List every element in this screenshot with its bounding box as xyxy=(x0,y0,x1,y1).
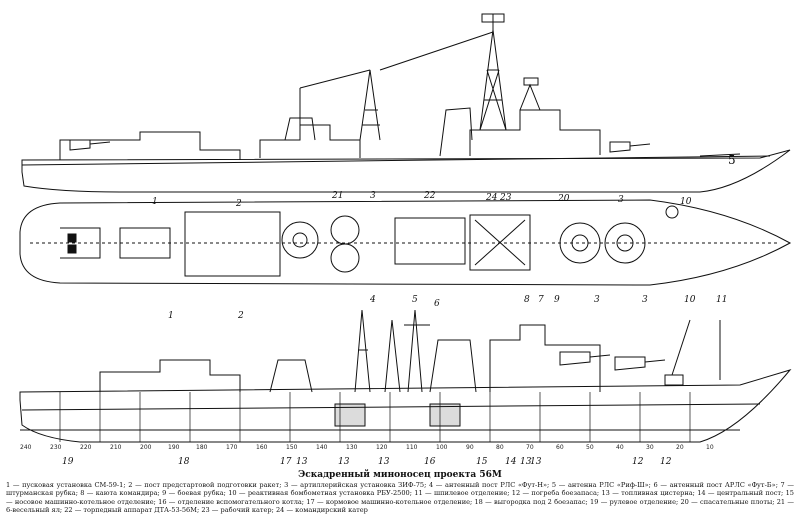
frame-150: 150 xyxy=(286,444,298,451)
callout-sec-16: 16 xyxy=(424,457,436,467)
funnel-section-fwd xyxy=(429,339,477,393)
torpedo-tube-plan xyxy=(394,217,466,265)
callout-plan-23: 23 xyxy=(500,193,512,203)
hull-plan-outline xyxy=(19,199,792,286)
frame-80: 80 xyxy=(496,444,504,451)
rbu-section xyxy=(664,374,684,386)
superstructure-mid xyxy=(259,124,361,158)
superstructure-section-aft xyxy=(99,359,241,392)
gun-mount-fwd-plan-2 xyxy=(604,222,646,264)
callout-sec-13a: 13 xyxy=(296,457,308,467)
pre-launch-post xyxy=(184,211,281,277)
callout-sec-19: 19 xyxy=(62,457,74,467)
launcher-sm59 xyxy=(119,227,171,259)
superstructure-aft xyxy=(59,131,241,160)
callout-plan-3a: 3 xyxy=(370,191,376,201)
frame-240: 240 xyxy=(20,444,32,451)
callout-sec-13e: 13 xyxy=(530,457,542,467)
gun-mount-fwd-plan-1 xyxy=(559,222,601,264)
frame-70: 70 xyxy=(526,444,534,451)
rbu-plan xyxy=(665,205,679,219)
hull-section-outline xyxy=(19,369,792,443)
frame-40: 40 xyxy=(616,444,624,451)
deck-plan-view xyxy=(19,199,792,286)
boats-plan xyxy=(469,214,531,271)
frame-60: 60 xyxy=(556,444,564,451)
callout-sec-4: 4 xyxy=(370,295,376,305)
frame-210: 210 xyxy=(110,444,122,451)
frame-160: 160 xyxy=(256,444,268,451)
callout-sec-13b: 13 xyxy=(338,457,350,467)
frame-110: 110 xyxy=(406,444,418,451)
ship-drawing: 5 xyxy=(19,13,792,443)
callout-plan-10: 10 xyxy=(680,197,692,207)
callout-plan-21: 21 xyxy=(332,191,344,201)
callout-sec-1: 1 xyxy=(168,311,174,321)
ship-bow-mark: 5 xyxy=(728,153,736,167)
gun-mount-mid-plan xyxy=(330,215,360,245)
frame-120: 120 xyxy=(376,444,388,451)
callout-plan-2: 2 xyxy=(236,199,242,209)
frame-180: 180 xyxy=(196,444,208,451)
callout-plan-1: 1 xyxy=(152,197,158,207)
callout-sec-13c: 13 xyxy=(378,457,390,467)
mast-section-fwd xyxy=(404,309,430,393)
funnel-aft xyxy=(284,117,316,141)
figure-caption: Эскадренный миноносец проекта 56М xyxy=(298,470,502,480)
mast-lattice-fwd xyxy=(479,29,507,131)
funnel-section-aft xyxy=(269,359,313,393)
frame-10: 10 xyxy=(706,444,714,451)
frame-50: 50 xyxy=(586,444,594,451)
callout-sec-10: 10 xyxy=(684,295,696,305)
callout-sec-7: 7 xyxy=(538,295,544,305)
callout-sec-6: 6 xyxy=(434,299,440,309)
gun-fwd xyxy=(609,141,651,153)
frame-230: 230 xyxy=(50,444,62,451)
frame-90: 90 xyxy=(466,444,474,451)
callout-plan-24: 24 xyxy=(486,193,498,203)
side-profile-view: 5 xyxy=(21,13,791,193)
frame-100: 100 xyxy=(436,444,448,451)
mast-section-main xyxy=(384,319,401,393)
mast-main xyxy=(359,69,381,141)
superstructure-fwd xyxy=(469,109,601,156)
superstructure-section-fwd xyxy=(489,324,601,392)
frame-190: 190 xyxy=(168,444,180,451)
callout-sec-8: 8 xyxy=(524,295,530,305)
callout-sec-13d: 13 xyxy=(520,457,532,467)
callout-sec-17: 17 xyxy=(280,457,292,467)
callout-sec-3b: 3 xyxy=(642,295,648,305)
gun-aft xyxy=(69,139,111,151)
frame-130: 130 xyxy=(346,444,358,451)
gun-mount-aft-plan xyxy=(281,221,319,259)
callout-sec-14: 14 xyxy=(505,457,517,467)
frame-200: 200 xyxy=(140,444,152,451)
frame-170: 170 xyxy=(226,444,238,451)
callout-sec-2: 2 xyxy=(238,311,244,321)
callout-sec-15: 15 xyxy=(476,457,488,467)
callout-plan-3b: 3 xyxy=(618,195,624,205)
frame-220: 220 xyxy=(80,444,92,451)
callout-sec-11: 11 xyxy=(716,295,728,305)
figure-legend: 1 — пусковая установка СМ-59-1; 2 — пост… xyxy=(6,481,794,515)
longitudinal-section-view xyxy=(19,309,792,443)
callout-plan-22: 22 xyxy=(424,191,436,201)
gun-section-1 xyxy=(559,351,611,366)
funnel-fwd xyxy=(439,107,473,157)
frame-140: 140 xyxy=(316,444,328,451)
callout-sec-12a: 12 xyxy=(632,457,644,467)
gun-section-2 xyxy=(614,356,666,371)
callout-sec-18: 18 xyxy=(178,457,190,467)
frame-20: 20 xyxy=(676,444,684,451)
callout-sec-3a: 3 xyxy=(594,295,600,305)
frame-30: 30 xyxy=(646,444,654,451)
callout-sec-5: 5 xyxy=(412,295,418,305)
hull-profile xyxy=(21,149,791,193)
mast-section-aft xyxy=(354,309,371,393)
callout-sec-9: 9 xyxy=(554,295,560,305)
callout-sec-12b: 12 xyxy=(660,457,672,467)
callout-plan-20: 20 xyxy=(558,194,570,204)
